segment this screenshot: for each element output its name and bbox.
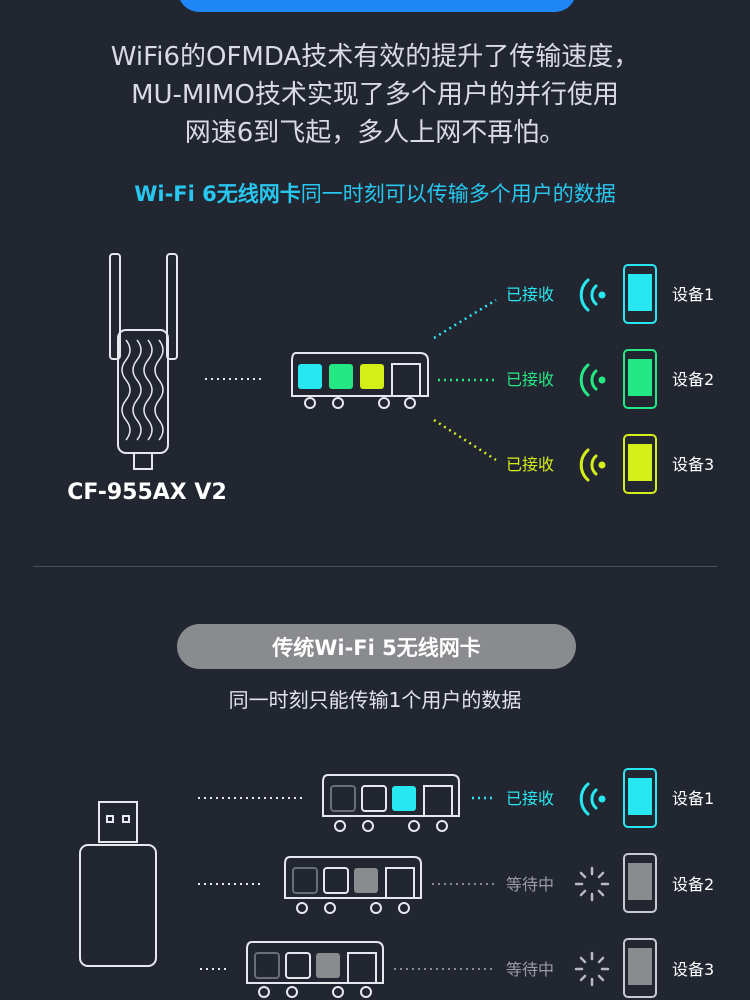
adapter-model-name: CF-955AX V2 xyxy=(67,480,227,505)
wifi6-device-3: 设备3 xyxy=(672,455,714,474)
wifi6-bus-seat-3 xyxy=(360,364,384,389)
smartphone-icon xyxy=(623,768,657,828)
wifi6-bus-icon xyxy=(291,352,429,409)
smartphone-icon xyxy=(623,853,657,913)
wifi6-bus-seat-1 xyxy=(298,364,322,389)
wifi5-title-pill: 传统Wi-Fi 5无线网卡 xyxy=(177,624,576,669)
smartphone-icon xyxy=(623,349,657,409)
wifi6-headline: Wi-Fi 6无线网卡同一时刻可以传输多个用户的数据 xyxy=(0,178,750,208)
wifi-signal-icon xyxy=(579,278,606,312)
wifi5-subtitle: 同一时刻只能传输1个用户的数据 xyxy=(228,688,522,712)
wifi5-status-2: 等待中 xyxy=(506,875,554,894)
wifi5-bus-2-icon xyxy=(284,856,422,914)
wifi-signal-icon xyxy=(579,448,606,482)
wifi5-device-2: 设备2 xyxy=(672,875,714,894)
wifi6-adapter-icon xyxy=(109,253,178,470)
loading-spinner-icon xyxy=(574,866,610,902)
intro-line-1: WiFi6的OFMDA技术有效的提升了传输速度， xyxy=(110,42,640,72)
wifi5-diagram: 已接收 设备1 等待中 设备2 xyxy=(79,768,714,998)
wifi5-status-1: 已接收 xyxy=(506,789,554,808)
wifi5-status-3: 等待中 xyxy=(506,960,554,979)
wifi6-bus-seat-2 xyxy=(329,364,353,389)
section-divider xyxy=(33,566,717,567)
wifi6-status-1: 已接收 xyxy=(506,285,554,304)
wifi6-headline-rest: 同一时刻可以传输多个用户的数据 xyxy=(300,182,616,206)
intro-line-3: 网速6到飞起，多人上网不再怕。 xyxy=(184,118,566,148)
wifi6-device-2: 设备2 xyxy=(672,370,714,389)
top-banner-pill xyxy=(178,0,576,12)
wifi-signal-icon xyxy=(579,782,606,816)
wifi5-bus-3-icon xyxy=(246,941,384,998)
loading-spinner-icon xyxy=(574,951,610,987)
wifi6-row-1: 已接收 设备1 xyxy=(506,264,714,324)
wifi6-status-2: 已接收 xyxy=(506,370,554,389)
wifi6-device-1: 设备1 xyxy=(672,285,714,304)
intro-line-2: MU-MIMO技术实现了多个用户的并行使用 xyxy=(131,80,619,110)
wifi6-diagram: 已接收 设备1 已接收 设备2 已接收 设备3 xyxy=(109,253,714,494)
wifi5-bus-1-icon xyxy=(322,774,460,832)
wifi-signal-icon xyxy=(579,363,606,397)
wifi5-usb-adapter-icon xyxy=(79,801,157,967)
wifi6-row-3: 已接收 设备3 xyxy=(506,434,714,494)
wifi6-branch-1 xyxy=(433,298,497,340)
wifi6-row-2: 已接收 设备2 xyxy=(506,349,714,409)
wifi6-branch-3 xyxy=(433,418,497,462)
smartphone-icon xyxy=(623,938,657,998)
wifi6-status-3: 已接收 xyxy=(506,455,554,474)
smartphone-icon xyxy=(623,264,657,324)
wifi5-device-1: 设备1 xyxy=(672,789,714,808)
smartphone-icon xyxy=(623,434,657,494)
wifi6-headline-bold: Wi-Fi 6无线网卡 xyxy=(134,182,301,206)
wifi5-device-3: 设备3 xyxy=(672,960,714,979)
